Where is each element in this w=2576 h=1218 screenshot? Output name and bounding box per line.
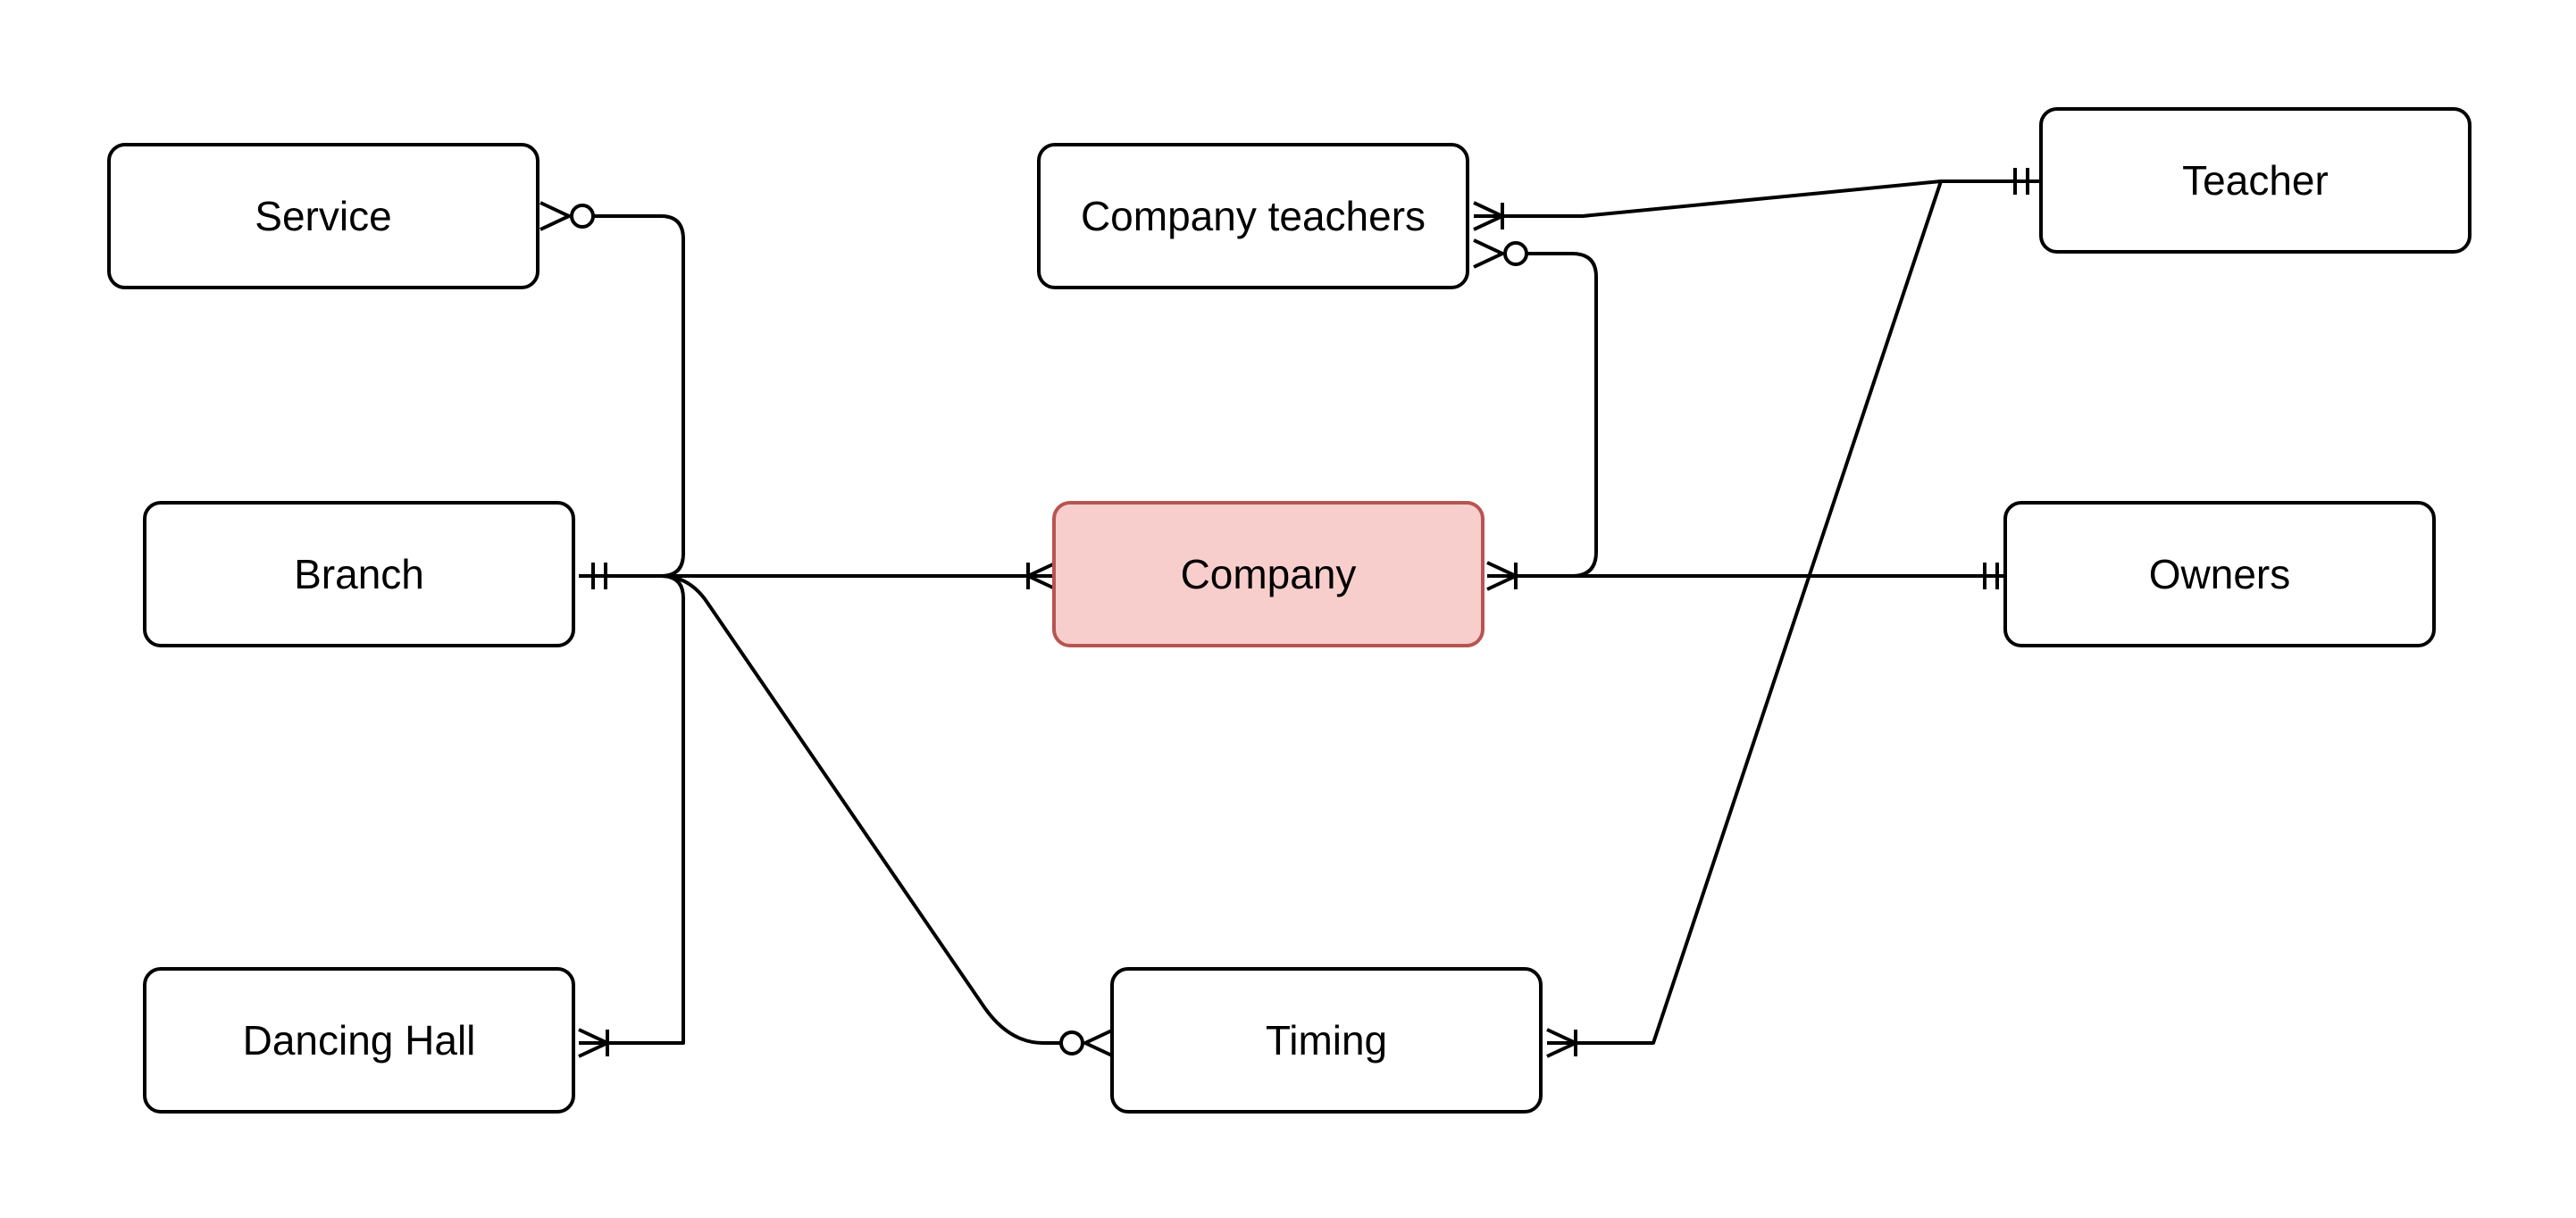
entity-teacher[interactable]: Teacher — [2039, 107, 2471, 254]
marker-dancing-hall-one-many — [578, 1028, 612, 1058]
edge-teacher-company-teachers[interactable] — [1474, 179, 2047, 218]
entity-teacher-label: Teacher — [2182, 157, 2329, 204]
entity-timing-label: Timing — [1266, 1017, 1387, 1064]
entity-company-label: Company — [1181, 551, 1357, 597]
entity-company-teachers-label: Company teachers — [1081, 193, 1426, 239]
marker-company-teachers-one-many — [1473, 201, 1507, 231]
edge-branch-service[interactable] — [579, 214, 685, 578]
marker-teacher-one-only — [2013, 168, 2029, 195]
entity-branch-label: Branch — [294, 551, 424, 597]
edge-company-company-teachers[interactable] — [1487, 252, 1598, 578]
marker-timing-right-one-many — [1546, 1028, 1580, 1058]
entities: Service Company teachers Teacher Branch … — [107, 107, 2471, 1114]
relationship-lines — [579, 179, 2047, 1045]
entity-service[interactable]: Service — [107, 143, 539, 289]
marker-company-teachers-zero-many — [1473, 238, 1528, 269]
entity-service-label: Service — [255, 193, 391, 239]
edge-teacher-timing[interactable] — [1547, 180, 1943, 1045]
marker-service-zero-many — [539, 201, 595, 231]
entity-dancing-hall[interactable]: Dancing Hall — [143, 967, 575, 1114]
marker-branch-one-only — [591, 563, 607, 589]
entity-owners-label: Owners — [2149, 551, 2290, 597]
marker-company-left-one-many — [1024, 561, 1058, 591]
entity-branch[interactable]: Branch — [143, 501, 575, 647]
edge-branch-dancing-hall[interactable] — [579, 574, 685, 1045]
entity-dancing-hall-label: Dancing Hall — [243, 1017, 476, 1064]
entity-timing[interactable]: Timing — [1110, 967, 1543, 1114]
edge-branch-timing[interactable] — [660, 574, 1069, 1045]
cardinality-markers — [539, 168, 2029, 1058]
entity-company[interactable]: Company — [1052, 501, 1485, 647]
entity-owners[interactable]: Owners — [2003, 501, 2436, 647]
marker-company-right-one-many — [1486, 561, 1520, 591]
marker-owners-one-only — [1983, 563, 1999, 589]
marker-timing-left-zero-many — [1059, 1028, 1115, 1058]
entity-company-teachers[interactable]: Company teachers — [1037, 143, 1469, 289]
